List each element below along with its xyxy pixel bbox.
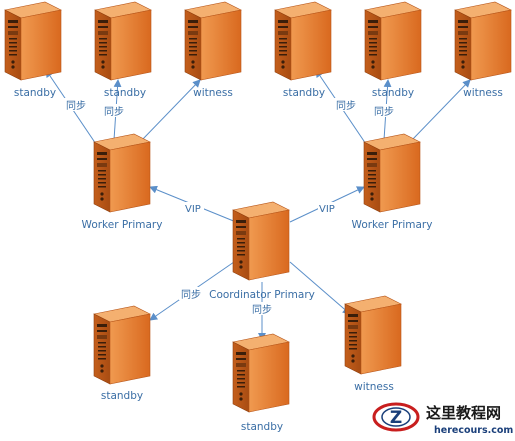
edge-labels: 同步 同步 同步 同步 VIP VIP 同步 同步 [64, 98, 395, 316]
node-label: Worker Primary [82, 219, 163, 231]
node-label: standby [372, 87, 414, 99]
edge-label-sync: 同步 [181, 289, 201, 301]
server-standby-4: standby [364, 1, 422, 99]
watermark-logo-icon: Z [372, 402, 420, 432]
server-standby-6: standby [232, 333, 290, 433]
edge-label-sync: 同步 [104, 106, 124, 118]
server-coordinator-primary: Coordinator Primary [209, 201, 315, 301]
server-standby-2: standby [94, 1, 152, 99]
node-label: witness [463, 87, 503, 99]
node-label: standby [104, 87, 146, 99]
server-standby-3: standby [274, 1, 332, 99]
edge-label-sync: 同步 [252, 304, 272, 316]
server-standby-1: standby [4, 1, 62, 99]
edge-label-sync: 同步 [66, 100, 86, 112]
server-worker-primary-left: Worker Primary [82, 133, 163, 231]
node-label: witness [193, 87, 233, 99]
node-label: Worker Primary [352, 219, 433, 231]
edge-label-vip: VIP [319, 204, 335, 215]
server-standby-5: standby [93, 305, 151, 402]
server-witness-3: witness [344, 295, 402, 393]
node-label: standby [14, 87, 56, 99]
node-label: standby [101, 390, 143, 402]
node-label: standby [283, 87, 325, 99]
edge-label-vip: VIP [185, 204, 201, 215]
watermark-site-name: 这里教程网 [426, 404, 501, 422]
watermark: Z 这里教程网 herecours.com [372, 402, 513, 436]
server-worker-primary-right: Worker Primary [352, 133, 433, 231]
edge-coordinator-witness-3 [289, 261, 351, 315]
server-witness-1: witness [184, 1, 242, 99]
server-witness-2: witness [454, 1, 512, 99]
edge-worker-right-witness-2 [411, 79, 471, 141]
node-label: standby [241, 421, 283, 433]
watermark-site-url: herecours.com [434, 425, 513, 436]
edge-label-sync: 同步 [336, 100, 356, 112]
edge-label-sync: 同步 [374, 106, 394, 118]
watermark-logo-letter: Z [390, 408, 402, 428]
node-label: witness [354, 381, 394, 393]
edge-worker-left-witness-1 [141, 79, 201, 141]
node-label: Coordinator Primary [209, 289, 315, 301]
